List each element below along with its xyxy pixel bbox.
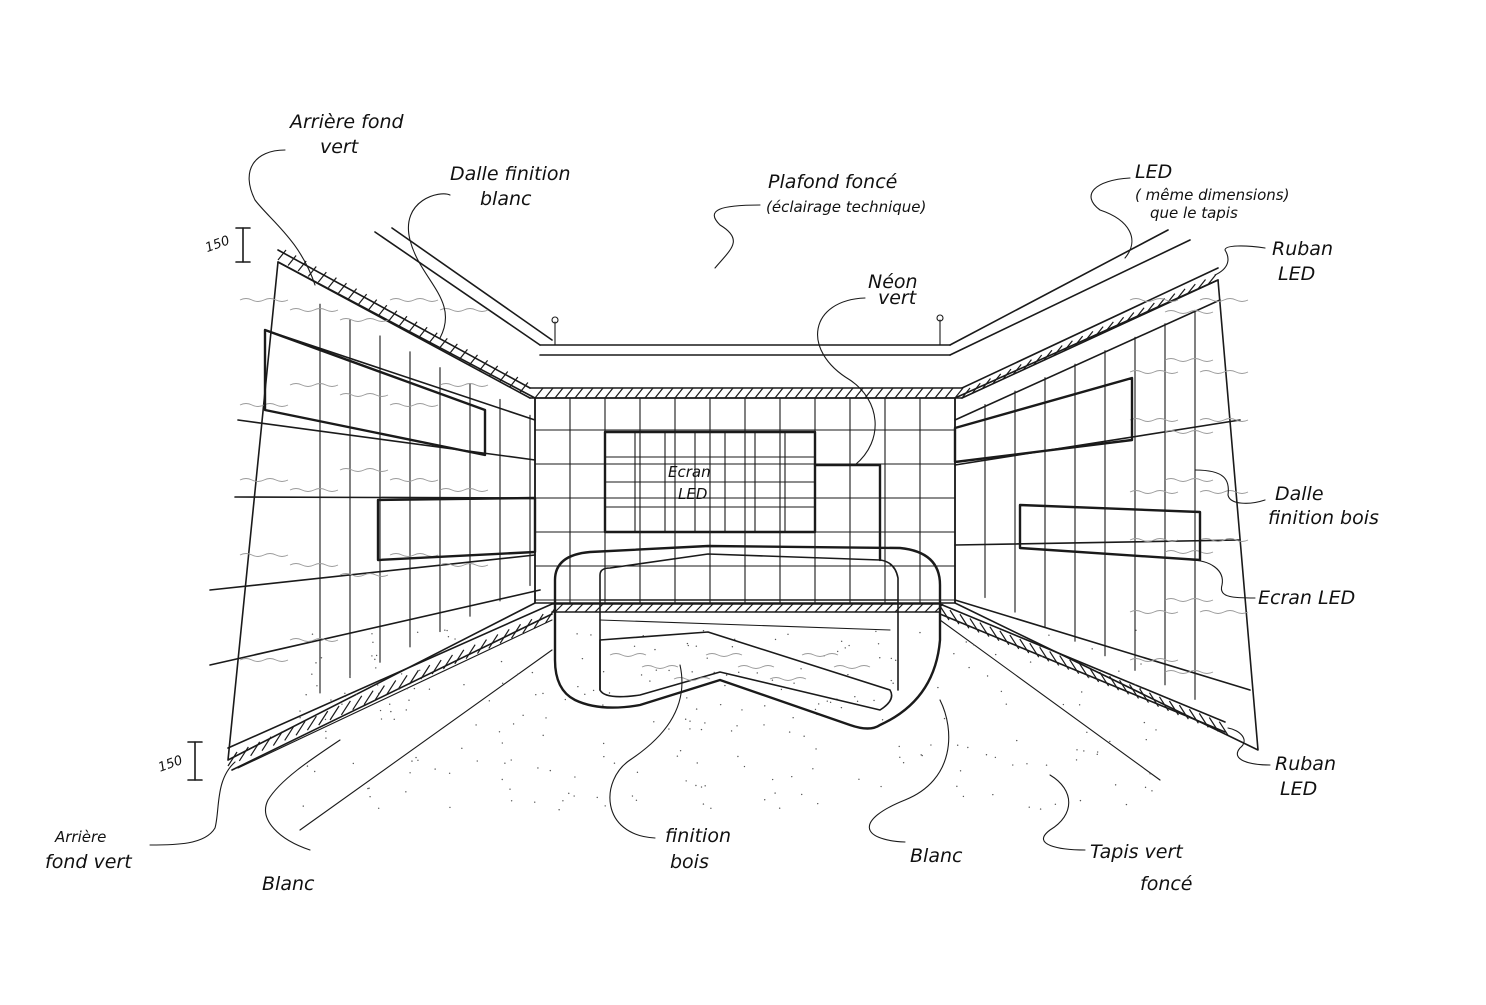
label-ecran-right: Ecran LED [1258, 587, 1355, 609]
label-dalle-blanc-2: blanc [480, 188, 532, 210]
label-arriere-fond-top-2: vert [320, 136, 360, 158]
label-finition-bois-2: bois [670, 851, 709, 873]
label-dalle-blanc-1: Dalle finition [450, 163, 571, 185]
ceiling [374, 227, 1191, 356]
bottom-led-ribbon [227, 603, 1229, 771]
label-dalle-bois-2: finition bois [1268, 507, 1379, 529]
label-arriere-fond-bottom-2: fond vert [45, 851, 133, 873]
top-led-ribbon [277, 249, 1219, 399]
right-wall [953, 279, 1259, 751]
label-ruban-top-1: Ruban [1272, 238, 1333, 260]
label-neon-2: vert [878, 287, 918, 309]
floor [237, 619, 1161, 831]
label-ruban-bottom-2: LED [1280, 778, 1317, 800]
label-tapis-1: Tapis vert [1090, 841, 1184, 863]
label-dalle-bois-1: Dalle [1275, 483, 1324, 505]
label-ecran-center-1: Ecran [668, 463, 711, 481]
label-blanc-left: Blanc [262, 873, 315, 895]
back-wall [534, 397, 956, 604]
label-arriere-fond-bottom-1: Arrière [54, 828, 106, 846]
label-led-top-2: ( même dimensions) [1135, 186, 1289, 204]
label-led-top-1: LED [1135, 161, 1172, 183]
label-plafond-2: (éclairage technique) [766, 198, 926, 216]
reception-desk [553, 544, 942, 730]
label-arriere-fond-top-1: Arrière fond [288, 111, 404, 133]
label-ruban-top-2: LED [1278, 263, 1315, 285]
dimension-top: 150 [203, 233, 231, 256]
dimension-bottom: 150 [156, 753, 184, 776]
dimension-marks: 150 150 [156, 227, 251, 781]
label-finition-bois-1: finition [665, 825, 731, 847]
annotations: Arrière fond vert Dalle finition blanc P… [45, 111, 1379, 895]
label-ecran-center-2: LED [678, 485, 707, 503]
leader-lines [149, 149, 1271, 851]
label-led-top-3: que le tapis [1150, 204, 1238, 222]
label-tapis-2: foncé [1140, 873, 1193, 895]
label-ruban-bottom-1: Ruban [1275, 753, 1336, 775]
label-neon-1: Néon [868, 271, 918, 293]
label-blanc-right: Blanc [910, 845, 963, 867]
left-wall [209, 261, 541, 761]
label-plafond-1: Plafond foncé [768, 171, 897, 193]
